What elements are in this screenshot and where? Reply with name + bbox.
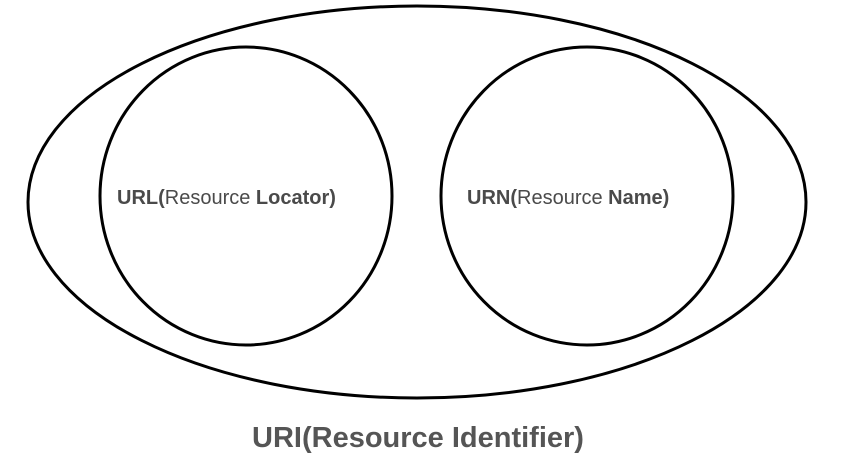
url-label: URL(Resource Locator) <box>117 187 336 209</box>
url-set-circle <box>98 45 394 347</box>
uri-caption: URI(Resource Identifier) <box>252 422 584 454</box>
url-abbr: URL( <box>117 187 165 209</box>
url-key: Locator) <box>256 187 336 209</box>
uri-set-ellipse <box>26 4 808 400</box>
urn-label: URN(Resource Name) <box>467 187 669 209</box>
urn-abbr: URN( <box>467 187 517 209</box>
urn-set-circle <box>439 45 735 347</box>
urn-key: Name) <box>608 187 669 209</box>
uri-name: Resource Identifier) <box>312 422 584 454</box>
uri-abbr: URI( <box>252 422 312 454</box>
urn-word: Resource <box>517 187 608 209</box>
url-word: Resource <box>165 187 256 209</box>
